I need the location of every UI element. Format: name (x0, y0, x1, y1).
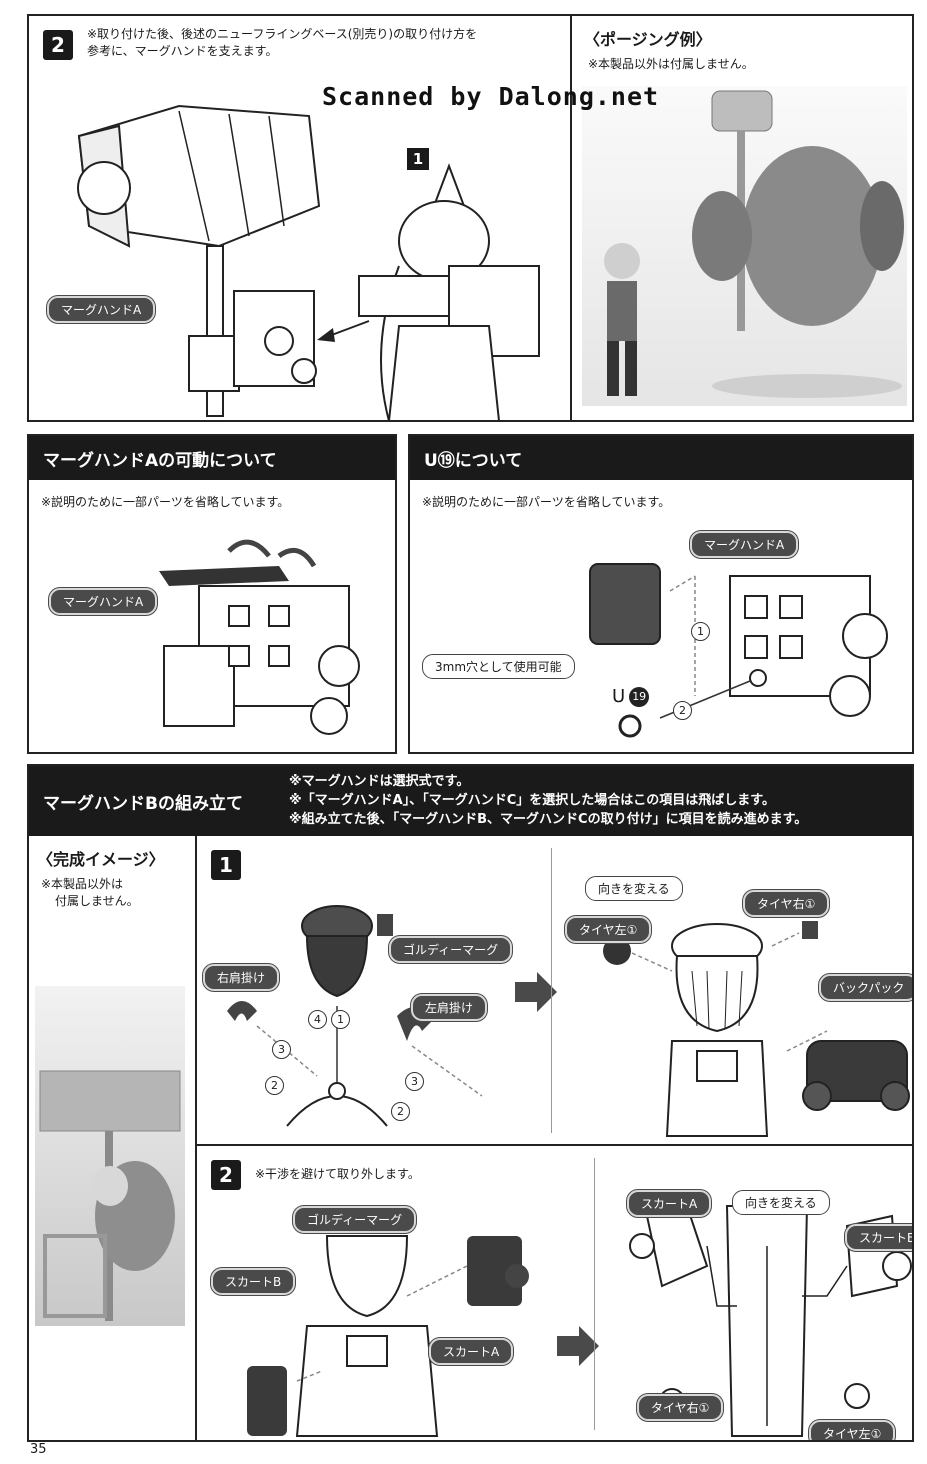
b-step1-number: 1 (211, 850, 241, 880)
marg-a-header: マーグハンドAの可動について (29, 436, 395, 480)
step2-panel: 2 ※取り付けた後、後述のニューフライングベース(別売り)の取り付け方を 参考に… (27, 14, 572, 422)
label-goldy-marg: ゴルディーマーグ (389, 936, 513, 963)
label-tire-right: タイヤ右① (743, 890, 830, 917)
step2-note-line2: 参考に、マーグハンドを支えます。 (87, 44, 278, 58)
num-3b: 3 (405, 1072, 424, 1091)
b-step2-note: ※干渉を避けて取り外します。 (255, 1167, 420, 1181)
label-skirt-a-right: スカートA (627, 1190, 712, 1217)
b-step2-number: 2 (211, 1160, 241, 1190)
label-turn: 向きを変える (585, 876, 683, 901)
u19-header: U⑲について (410, 436, 912, 480)
label-tire-right-2: タイヤ右① (637, 1394, 724, 1421)
u19-illustration (589, 563, 888, 738)
u19-note: ※説明のために一部パーツを省略しています。 (422, 495, 671, 509)
step-circle-1: 1 (691, 622, 710, 641)
figure-illustration (317, 163, 540, 420)
part-u19: U 19 (612, 686, 650, 707)
hammer-illustration (77, 104, 321, 417)
label-tire-left: タイヤ左① (565, 916, 652, 943)
step2-note: ※取り付けた後、後述のニューフライングベース(別売り)の取り付け方を 参考に、マ… (87, 26, 477, 60)
posing-title: 〈ポージング例〉 (584, 30, 712, 49)
step-circle-2: 2 (673, 701, 692, 720)
posing-panel: 〈ポージング例〉 ※本製品以外は付属しません。 (570, 14, 914, 422)
b-step1-row: 1 ゴルディーマーグ 右肩掛け 左肩掛け 4 1 3 3 2 2 (197, 836, 912, 1146)
label-marg-hand-a: マーグハンドA (49, 588, 158, 615)
marg-b-section: マーグハンドBの組み立て ※マーグハンドは選択式です。 ※「マーグハンドA」、「… (27, 764, 914, 1442)
label-backpack: バックパック (819, 974, 912, 1001)
u19-panel: U⑲について ※説明のために一部パーツを省略しています。 マーグハンドA 3mm… (408, 434, 914, 754)
label-marg-hand-a: マーグハンドA (690, 531, 799, 558)
label-right-shoulder: 右肩掛け (203, 964, 280, 991)
finished-image-note-line1: ※本製品以外は (41, 877, 124, 891)
finished-image-note-line2: 付属しません。 (55, 894, 139, 908)
finished-image-note: ※本製品以外は 付属しません。 (41, 876, 139, 910)
step1-arrow (515, 972, 557, 1012)
page-number: 35 (30, 1442, 47, 1457)
num-2b: 2 (391, 1102, 410, 1121)
finished-image-photo (35, 986, 185, 1326)
label-left-shoulder: 左肩掛け (411, 994, 488, 1021)
finished-image-figures (39, 1070, 181, 1321)
label-skirt-b-right: スカートB (845, 1224, 912, 1251)
b-step2-row: 2 ※干渉を避けて取り外します。 ゴルディーマーグ スカートB スカートA (197, 1146, 912, 1440)
label-turn-2: 向きを変える (732, 1190, 830, 1215)
finished-image-column: 〈完成イメージ〉 ※本製品以外は 付属しません。 (29, 836, 197, 1440)
marg-b-notes: ※マーグハンドは選択式です。 ※「マーグハンドA」、「マーグハンドC」を選択した… (289, 772, 807, 829)
marg-b-header: マーグハンドBの組み立て (29, 766, 279, 836)
label-goldy-marg: ゴルディーマーグ (293, 1206, 417, 1233)
part-u-letter: U (612, 686, 626, 707)
b-step1-divider (551, 848, 552, 1133)
posing-photo (582, 86, 907, 406)
label-marg-hand-a: マーグハンドA (47, 296, 156, 323)
posing-photo-figures (604, 90, 904, 398)
label-skirt-b: スカートB (211, 1268, 296, 1295)
part-u-number: 19 (629, 686, 650, 707)
marg-b-note1: ※マーグハンドは選択式です。 (289, 774, 470, 789)
step-number: 2 (43, 30, 73, 60)
b-step2-divider (594, 1158, 595, 1430)
b-step1-right-illustration (603, 921, 910, 1137)
posing-note: ※本製品以外は付属しません。 (588, 57, 754, 71)
callout-number: 1 (407, 148, 429, 170)
marg-a-note: ※説明のために一部パーツを省略しています。 (41, 495, 290, 509)
finished-image-title: 〈完成イメージ〉 (37, 850, 165, 869)
b-step2-left-illustration (247, 1235, 529, 1437)
num-2a: 2 (265, 1076, 284, 1095)
step2-arrow (557, 1326, 599, 1366)
step2-note-line1: ※取り付けた後、後述のニューフライングベース(別売り)の取り付け方を (87, 27, 478, 41)
num-4: 4 (308, 1010, 327, 1029)
num-1: 1 (331, 1010, 350, 1029)
num-3a: 3 (272, 1040, 291, 1059)
label-3mm-hole: 3mm穴として使用可能 (422, 654, 575, 679)
label-tire-left-2: タイヤ左① (809, 1420, 896, 1440)
marg-b-note3: ※組み立てた後、「マーグハンドB、マーグハンドCの取り付け」に項目を読み進めます… (289, 812, 808, 827)
marg-b-header-bg (279, 766, 912, 836)
marg-a-panel: マーグハンドAの可動について ※説明のために一部パーツを省略しています。 マーグ… (27, 434, 397, 754)
b-step1-left-illustration (227, 905, 483, 1127)
label-skirt-a: スカートA (429, 1338, 514, 1365)
marg-a-illustration (159, 539, 360, 735)
watermark: Scanned by Dalong.net (322, 82, 660, 111)
marg-b-note2: ※「マーグハンドA」、「マーグハンドC」を選択した場合はこの項目は飛ばします。 (289, 793, 775, 808)
